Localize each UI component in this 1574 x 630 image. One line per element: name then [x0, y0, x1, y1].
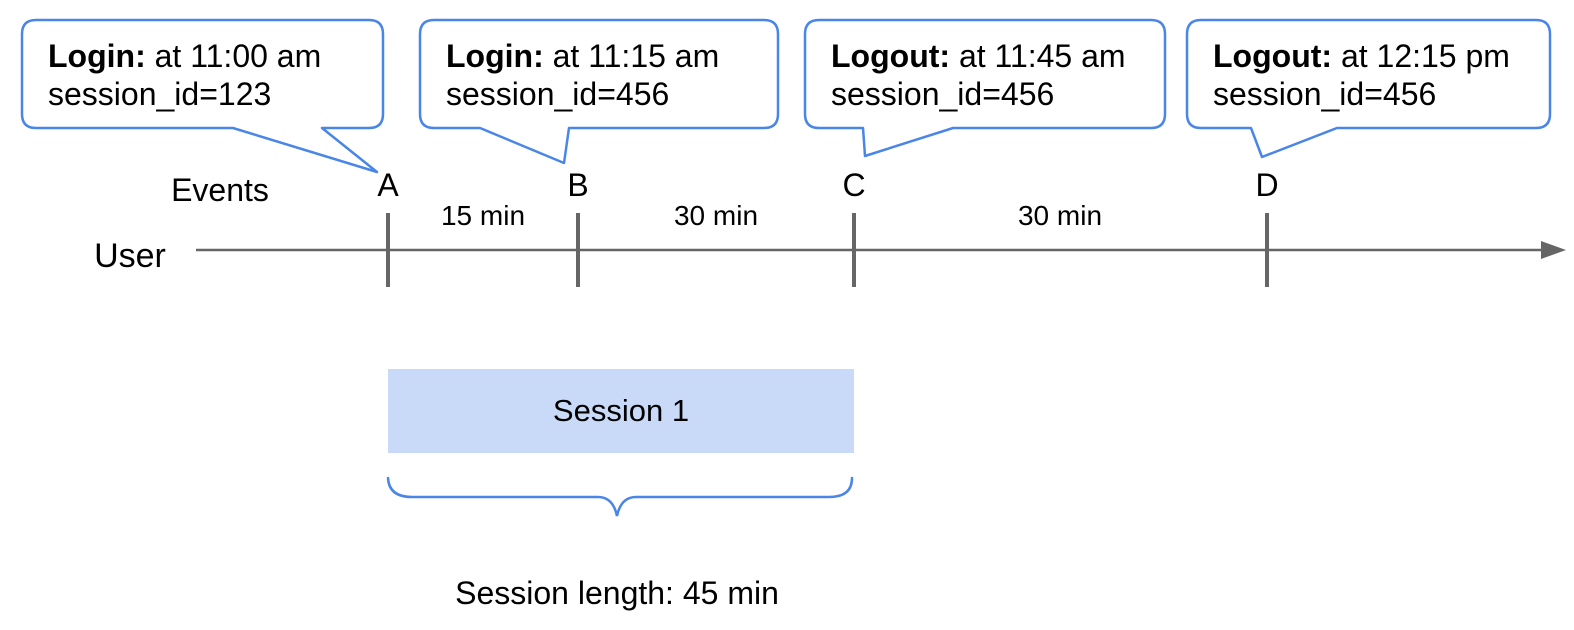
callout-time: at 11:00 am — [145, 38, 322, 74]
user-label: User — [94, 237, 166, 275]
callout-text-event-d: Logout: at 12:15 pm session_id=456 — [1213, 37, 1510, 113]
callout-line-detail: session_id=123 — [48, 76, 272, 112]
callout-line-event: Login: at 11:00 am — [48, 37, 321, 75]
callout-time: at 12:15 pm — [1332, 38, 1510, 74]
timeline-arrowhead-icon — [1541, 241, 1566, 259]
callout-text-event-b: Login: at 11:15 am session_id=456 — [446, 37, 719, 113]
session-length-caption: Session length: 45 min — [455, 575, 779, 611]
callout-line-event: Login: at 11:15 am — [446, 37, 719, 75]
callout-bubble-event-a — [20, 18, 385, 174]
callout-time: at 11:45 am — [950, 38, 1126, 74]
callout-line-detail: session_id=456 — [831, 76, 1055, 112]
marker-label-b: B — [567, 167, 589, 203]
marker-label-c: C — [842, 167, 866, 203]
callout-title: Logout: — [1213, 38, 1333, 74]
callout-title: Login: — [446, 38, 544, 74]
callout-line-detail: session_id=456 — [1213, 76, 1437, 112]
callout-line-event: Logout: at 11:45 am — [831, 37, 1126, 75]
callout-line-event: Logout: at 12:15 pm — [1213, 37, 1510, 75]
interval-label-c-d: 30 min — [1017, 200, 1103, 231]
session-box-label: Session 1 — [552, 393, 690, 428]
callout-line-detail: session_id=456 — [446, 76, 670, 112]
marker-label-a: A — [377, 167, 399, 203]
callout-text-event-c: Logout: at 11:45 am session_id=456 — [831, 37, 1126, 113]
interval-label-b-c: 30 min — [673, 200, 759, 231]
callout-bubble-event-d — [1185, 18, 1552, 159]
callout-title: Logout: — [831, 38, 951, 74]
marker-label-d: D — [1255, 167, 1279, 203]
callout-bubble-event-b — [418, 18, 780, 165]
callout-text-event-a: Login: at 11:00 am session_id=123 — [48, 37, 321, 113]
callout-title: Login: — [48, 38, 146, 74]
callout-time: at 11:15 am — [543, 38, 720, 74]
callout-bubble-event-c — [803, 18, 1167, 158]
session-box: Session 1 — [388, 369, 854, 453]
session-length-brace — [386, 476, 854, 517]
events-label: Events — [171, 172, 269, 208]
interval-label-a-b: 15 min — [440, 200, 526, 231]
